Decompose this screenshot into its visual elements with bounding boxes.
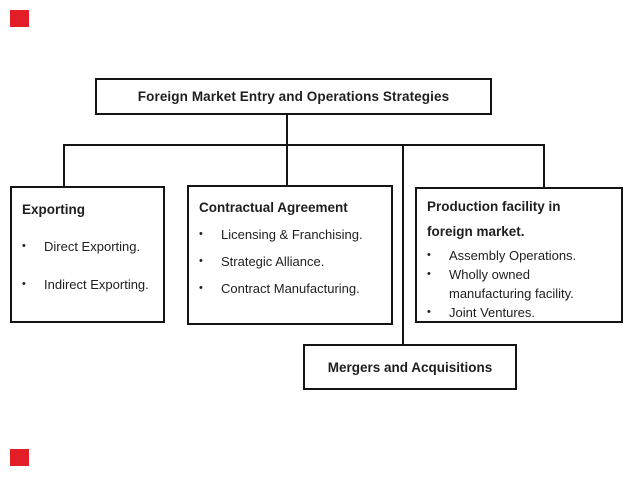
bullet-marker: • [199,228,203,240]
red-accent-top [10,10,29,27]
bullet-marker: • [427,306,431,318]
list-item: • Joint Ventures. [427,303,615,322]
exporting-title: Exporting [22,202,85,217]
bullet-text: Licensing & Franchising. [221,227,363,242]
bullet-marker: • [427,249,431,261]
connector-drop-mergers [402,144,404,346]
bullet-text: Strategic Alliance. [221,254,325,269]
list-item: • Indirect Exporting. [22,276,159,293]
bullet-text: Wholly owned manufacturing facility. [449,267,574,301]
list-item: • Wholly owned manufacturing facility. [427,265,615,303]
production-title: Production facility in foreign market. [427,199,561,239]
node-contractual-agreement: Contractual Agreement • Licensing & Fran… [187,185,393,325]
bullet-marker: • [199,282,203,294]
list-item: • Assembly Operations. [427,246,615,265]
connector-drop-production [543,144,545,189]
bullet-text: Assembly Operations. [449,248,577,263]
connector-distribution-line [63,144,545,146]
bullet-text: Joint Ventures. [449,305,535,320]
bullet-marker: • [22,240,26,252]
connector-drop-exporting [63,144,65,188]
node-production-facility: Production facility in foreign market. •… [415,187,623,323]
node-mergers-acquisitions: Mergers and Acquisitions [303,344,517,390]
list-item: • Strategic Alliance. [199,253,385,270]
bullet-text: Indirect Exporting. [44,277,149,292]
bullet-marker: • [427,268,431,280]
list-item: • Licensing & Franchising. [199,226,385,243]
list-item: • Direct Exporting. [22,238,159,255]
bullet-marker: • [22,278,26,290]
bullet-text: Contract Manufacturing. [221,281,360,296]
node-root: Foreign Market Entry and Operations Stra… [95,78,492,115]
connector-drop-contractual [286,144,288,187]
red-accent-bottom [10,449,29,466]
connector-root-stem [286,114,288,146]
contractual-title: Contractual Agreement [199,200,348,215]
list-item: • Contract Manufacturing. [199,280,385,297]
root-title: Foreign Market Entry and Operations Stra… [137,89,450,104]
mergers-title: Mergers and Acquisitions [327,359,493,375]
bullet-text: Direct Exporting. [44,239,141,254]
node-exporting: Exporting • Direct Exporting. • Indirect… [10,186,165,323]
bullet-marker: • [199,255,203,267]
